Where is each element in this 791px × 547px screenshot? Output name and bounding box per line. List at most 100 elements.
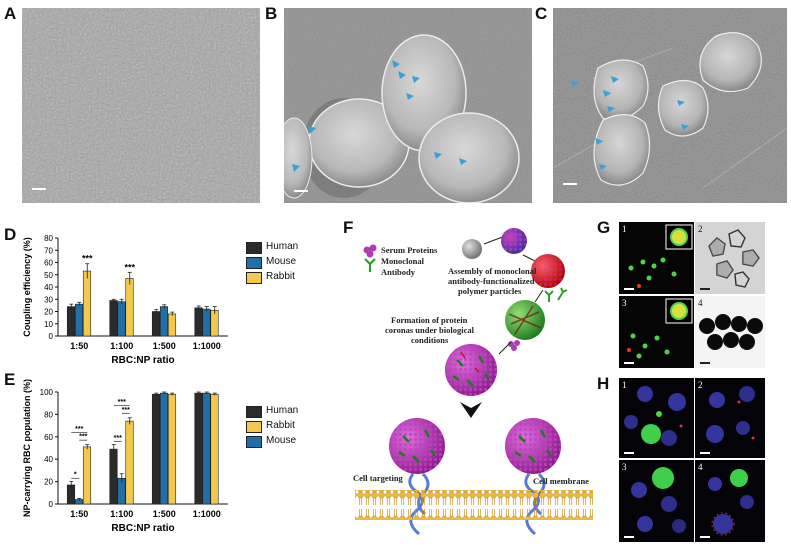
bar-human xyxy=(66,306,76,337)
micrograph-h1: 1 xyxy=(619,378,694,458)
cell-membrane-label: Cell membrane xyxy=(533,476,589,486)
bar-rabbit xyxy=(125,420,134,505)
y-tick-label: 70 xyxy=(44,246,53,255)
bar-human xyxy=(194,392,203,505)
legend-label-mouse: Mouse xyxy=(266,435,297,446)
legend-antibody-line2: Antibody xyxy=(381,267,416,277)
micrograph-g4: 4 xyxy=(695,296,765,368)
step1-text-line2: antibody-functionalized xyxy=(448,276,535,286)
bar-rabbit xyxy=(125,278,134,337)
legend-label-rabbit: Rabbit xyxy=(266,420,295,431)
y-tick-label: 30 xyxy=(44,295,53,304)
significance-label: *** xyxy=(124,262,135,272)
legend-antibody-line1: Monoclonal xyxy=(381,256,425,266)
antibody-icon xyxy=(364,258,376,272)
legend-swatch-rabbit xyxy=(246,421,262,433)
micrograph-number: 3 xyxy=(622,462,627,472)
legend-label-human: Human xyxy=(266,241,299,252)
scale-bar xyxy=(700,452,710,454)
y-tick-label: 10 xyxy=(44,320,53,329)
schematic-f: Serum Proteins Monoclonal Antibody Assem… xyxy=(353,228,593,536)
bar-rabbit xyxy=(82,270,92,337)
targeting-particle-right xyxy=(505,418,561,474)
bar-rabbit xyxy=(210,309,219,337)
x-tick-label: 1:100 xyxy=(110,509,133,519)
step2-text-line1: Formation of protein xyxy=(391,315,468,325)
protein-corona-particle xyxy=(445,344,497,396)
scale-bar xyxy=(294,190,308,192)
micrograph-number: 4 xyxy=(698,298,703,308)
sem-rbc-cells xyxy=(284,8,532,203)
x-tick-label: 1:500 xyxy=(153,341,176,351)
bar-human xyxy=(194,307,203,337)
legend-swatch-human xyxy=(246,406,262,418)
legend-label-rabbit: Rabbit xyxy=(266,271,295,282)
scale-bar xyxy=(624,288,634,290)
antibody-coated-particle xyxy=(505,300,545,340)
legend-serum-proteins: Serum Proteins xyxy=(381,245,438,255)
legend-label-human: Human xyxy=(266,405,299,416)
panel-label-h: H xyxy=(597,374,610,393)
significance-label: * xyxy=(74,472,77,479)
step2-text-line3: conditions xyxy=(411,335,449,345)
y-tick-label: 20 xyxy=(44,308,53,317)
bar-mouse xyxy=(117,301,126,337)
micrograph-number: 3 xyxy=(622,298,627,308)
y-tick-label: 0 xyxy=(49,332,54,341)
bar-human xyxy=(109,448,118,505)
bar-rabbit xyxy=(210,393,219,505)
micrograph-g2: 2 xyxy=(695,222,765,294)
legend-swatch-mouse xyxy=(246,436,262,448)
micrograph-number: 1 xyxy=(622,224,627,234)
micrograph-g3: 3 xyxy=(619,296,694,368)
panel-label-e: E xyxy=(4,370,16,389)
bar-human xyxy=(151,393,161,505)
y-tick-label: 40 xyxy=(44,455,53,464)
sem-image-c xyxy=(553,8,787,203)
x-tick-label: 1:50 xyxy=(70,509,88,519)
bar-mouse xyxy=(202,392,211,505)
sem-rbc-deformed-cells xyxy=(553,8,787,203)
x-axis-title: RBC:NP ratio xyxy=(111,523,174,534)
y-tick-label: 60 xyxy=(44,259,53,268)
bar-mouse xyxy=(159,392,169,505)
legend-swatch-human xyxy=(246,242,262,254)
scale-bar xyxy=(624,536,634,538)
micrograph-number: 4 xyxy=(698,462,703,472)
y-tick-label: 40 xyxy=(44,283,53,292)
cell-targeting-label: Cell targeting xyxy=(353,473,404,483)
legend-label-mouse: Mouse xyxy=(266,256,297,267)
x-tick-label: 1:500 xyxy=(153,509,176,519)
step1-text-line3: polymer particles xyxy=(458,286,522,296)
y-tick-label: 100 xyxy=(40,388,54,397)
step1-text-line1: Assembly of monoclonal xyxy=(448,266,537,276)
y-tick-label: 50 xyxy=(44,271,53,280)
bar-human xyxy=(109,300,118,337)
y-tick-label: 60 xyxy=(44,433,53,442)
bar-rabbit xyxy=(82,446,92,505)
scale-bar xyxy=(624,362,634,364)
step2-text-line2: coronas under biological xyxy=(385,325,475,335)
cell-membrane-bilayer xyxy=(355,490,593,520)
significance-label: *** xyxy=(75,426,83,433)
x-axis-title: RBC:NP ratio xyxy=(111,355,174,366)
significance-label: *** xyxy=(122,407,130,414)
sem-surface-texture xyxy=(22,8,260,203)
y-tick-label: 80 xyxy=(44,410,53,419)
micrograph-h4: 4 xyxy=(695,460,765,542)
micrograph-g1: 1 xyxy=(619,222,694,294)
micrograph-h3: 3 xyxy=(619,460,694,542)
significance-label: *** xyxy=(118,399,126,406)
bar-rabbit xyxy=(167,313,177,337)
y-axis-title: Coupling efficiency (%) xyxy=(22,237,32,337)
chart-d-coupling-efficiency: Coupling efficiency (%)01020304050607080… xyxy=(22,234,228,366)
bar-human xyxy=(151,311,161,337)
scale-bar xyxy=(563,183,577,185)
bar-rabbit xyxy=(167,393,177,505)
y-tick-label: 0 xyxy=(49,500,54,509)
sem-image-b xyxy=(284,8,532,203)
scale-bar xyxy=(624,452,634,454)
x-tick-label: 1:1000 xyxy=(193,509,221,519)
micrograph-number: 2 xyxy=(698,380,703,390)
down-arrow-icon xyxy=(460,402,482,418)
